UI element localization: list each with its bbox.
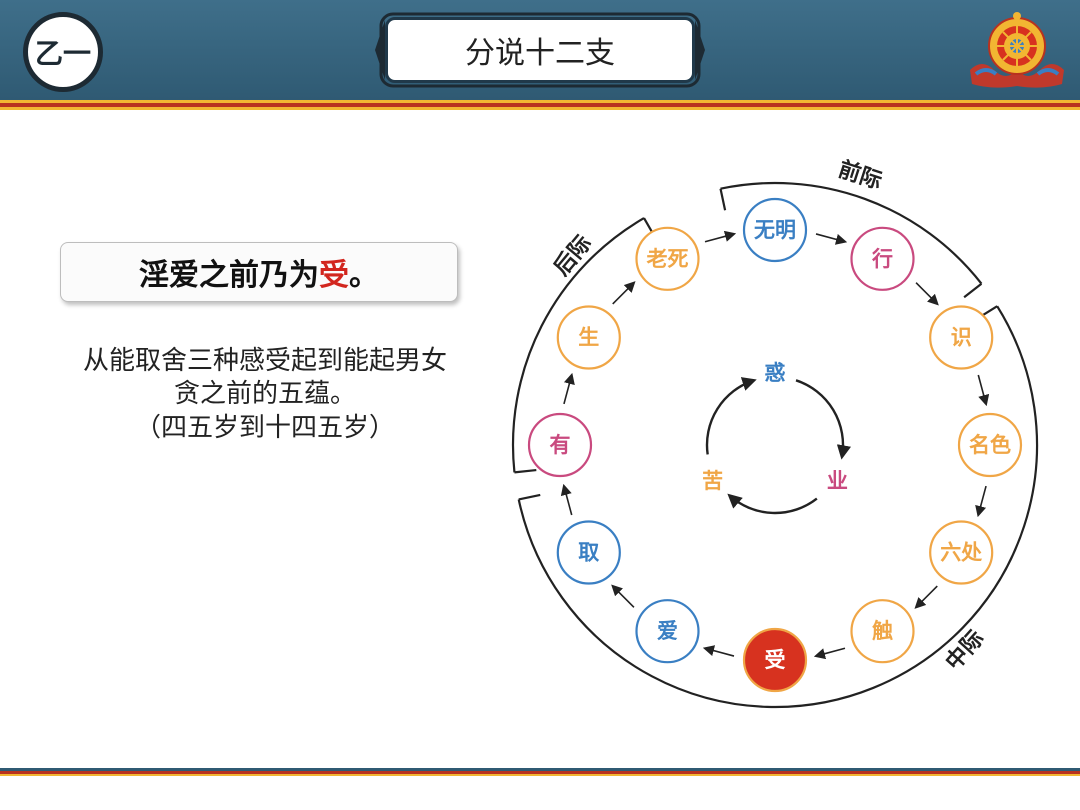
node-label: 触 [872, 619, 893, 643]
link-arrow [813, 647, 846, 660]
label-front: 前际 [835, 156, 885, 194]
link-arrow [815, 233, 848, 245]
node-2: 识 [929, 305, 994, 370]
cycle-label-1: 业 [827, 469, 848, 493]
node-circle [850, 226, 915, 291]
node-label: 爱 [657, 619, 678, 643]
node-circle [556, 305, 621, 370]
link-arrow [563, 372, 575, 405]
link-arrow [915, 282, 939, 306]
node-circle [850, 599, 915, 664]
dharma-wheel-icon [970, 12, 1064, 88]
node-circle [635, 599, 700, 664]
highlight-card: 淫爱之前乃为受。 [60, 242, 458, 302]
node-1: 行 [850, 226, 915, 291]
card-text-end: 。 [349, 258, 379, 293]
card-text-highlight: 受 [319, 258, 349, 293]
cycle-arrow-2 [705, 377, 757, 455]
page-title: 分说十二支 [385, 17, 695, 83]
node-label: 受 [765, 648, 786, 672]
arc-front [720, 181, 983, 285]
arc-back [511, 217, 645, 473]
node-3: 名色 [957, 412, 1023, 478]
description-line-2: 贪之前的五蕴。 [173, 379, 356, 410]
node-label: 生 [578, 326, 599, 350]
card-text-main: 淫爱之前乃为 [139, 258, 319, 293]
node-9: 有 [527, 412, 593, 478]
node-11: 老死 [635, 226, 700, 291]
node-label: 取 [578, 541, 599, 565]
node-0: 无明 [742, 197, 808, 263]
header-stripe [0, 100, 1080, 110]
arc-middle-tick [518, 493, 541, 501]
arc-front-tick [719, 188, 727, 211]
link-arrows [560, 230, 990, 660]
node-circle [742, 627, 808, 693]
label-back: 后际 [549, 231, 596, 281]
arc-back-tick [514, 468, 537, 474]
node-4: 六处 [929, 520, 994, 585]
label-middle: 中际 [941, 626, 989, 675]
node-circle [556, 520, 621, 585]
link-arrow [977, 374, 990, 407]
link-arrow [612, 281, 636, 305]
node-circle [929, 520, 994, 585]
link-arrow [560, 483, 573, 516]
description-line-1: 从能取舍三种感受起到能起男女 [82, 346, 447, 376]
node-circle [742, 197, 808, 263]
node-circle [929, 305, 994, 370]
node-5: 触 [850, 599, 915, 664]
link-arrow [704, 230, 737, 243]
node-10: 生 [556, 305, 621, 370]
link-arrow [914, 585, 938, 609]
node-label: 有 [550, 433, 571, 457]
cycle-label-0: 惑 [765, 361, 786, 385]
node-label: 老死 [647, 247, 689, 271]
footer [0, 776, 1080, 810]
cycle-arrow-1 [727, 493, 818, 515]
node-7: 爱 [635, 599, 700, 664]
node-label: 识 [951, 326, 972, 350]
link-arrow [611, 584, 635, 608]
node-8: 取 [556, 520, 621, 585]
node-circle [957, 412, 1023, 478]
node-label: 六处 [940, 541, 982, 565]
node-label: 行 [871, 247, 893, 271]
cycle-label-2: 苦 [702, 469, 723, 493]
link-arrow [702, 645, 735, 657]
node-circle [635, 226, 700, 291]
period-arcs [511, 181, 1039, 709]
node-label: 无明 [754, 218, 796, 242]
cycle-arrow-0 [795, 379, 852, 460]
node-label: 名色 [969, 433, 1011, 457]
description-line-3: （四五岁到十四五岁） [134, 412, 395, 443]
inner-cycle: 惑业 苦 [702, 361, 852, 515]
section-badge: 乙一 [23, 12, 103, 92]
arc-front-tick [963, 282, 983, 299]
arc-middle [517, 305, 1039, 709]
node-circle [527, 412, 593, 478]
node-6: 受 [742, 627, 808, 693]
title-frame-ornament [375, 12, 705, 88]
link-arrow [975, 485, 987, 518]
footer-stripe [0, 768, 1080, 776]
description: 从能取舍三种感受起到能起男女 贪之前的五蕴。 （四五岁到十四五岁） [45, 345, 485, 445]
